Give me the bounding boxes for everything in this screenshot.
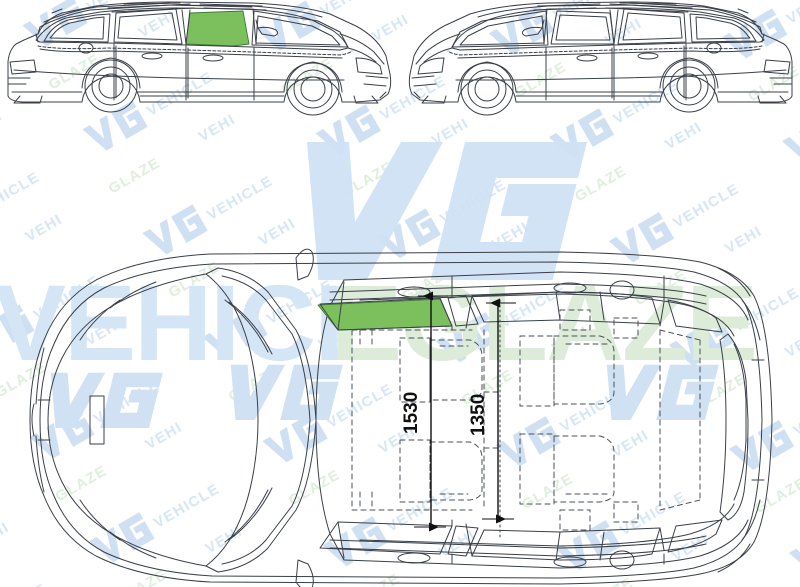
dimension-line-1530 [414,291,448,532]
mirror-left-top-plan [295,248,314,281]
mirror-right-top-plan [295,559,314,587]
wheel-left-front [286,62,340,116]
dimension-line-1350 [482,298,516,524]
dimension-label-1350: 1350 [468,393,489,436]
svg-text:VEHICL: VEHICL [0,262,378,383]
watermark-mid-logo-2 [230,364,343,421]
watermark-big-logo [307,142,588,280]
watermark-big-brandtext: VEHICL EGLAZE [0,262,758,383]
wheel-right-front [460,62,514,116]
watermark-mid-logo-3 [606,364,719,421]
wheel-left-rear [84,59,138,113]
dimension-label-1530: 1530 [401,391,422,434]
view-right-side-elevation [408,1,793,116]
wheel-right-rear [662,59,716,113]
view-left-side-elevation [7,1,392,116]
watermark-mid-logo [50,372,163,429]
